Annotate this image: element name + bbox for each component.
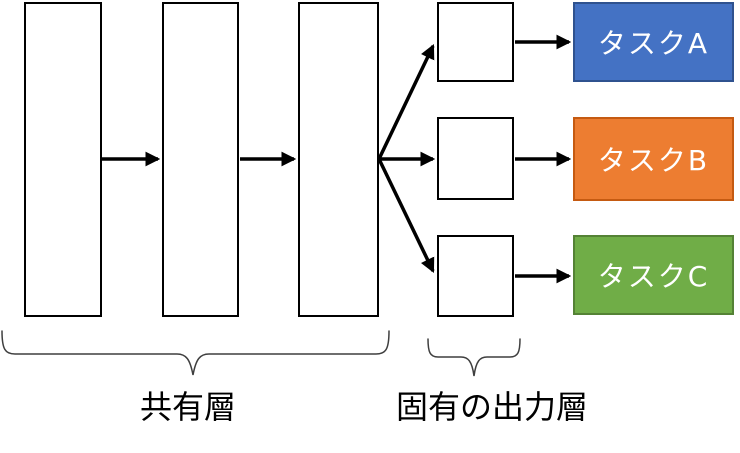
task-a-box: タスクA bbox=[573, 2, 734, 82]
arrow-branch-to-a bbox=[377, 44, 435, 160]
brace-shared-layers bbox=[1, 330, 390, 376]
shared-layer-box-2 bbox=[162, 2, 239, 317]
task-c-label: タスクC bbox=[597, 260, 710, 293]
output-layers-caption: 固有の出力層 bbox=[395, 388, 589, 426]
output-layer-box-b bbox=[437, 117, 514, 200]
task-b-box: タスクB bbox=[573, 117, 734, 201]
output-layer-box-a bbox=[437, 2, 514, 82]
task-c-box: タスクC bbox=[573, 235, 734, 315]
task-b-label: タスクB bbox=[597, 144, 710, 177]
shared-layers-caption: 共有層 bbox=[139, 388, 237, 426]
shared-layer-box-3 bbox=[298, 2, 379, 317]
brace-output-layers bbox=[427, 338, 521, 377]
arrow-branch-to-c bbox=[377, 158, 435, 273]
task-a-label: タスクA bbox=[597, 27, 710, 60]
shared-layer-box-1 bbox=[24, 2, 102, 317]
output-layer-box-c bbox=[437, 235, 514, 317]
